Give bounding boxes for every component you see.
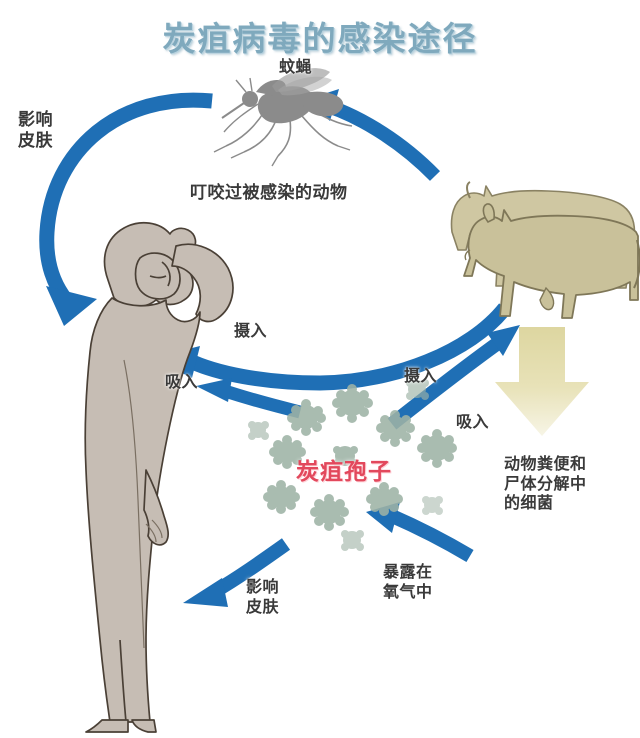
label-ingest-right: 摄入 xyxy=(404,368,438,385)
arrow-spores-to-human-skin xyxy=(183,538,291,607)
label-mosquito: 蚊蝇 xyxy=(279,59,313,76)
anthrax-spore-cluster xyxy=(248,379,457,551)
arrow-spores-to-cattle-ingest xyxy=(387,325,520,430)
label-affect-skin-bottom: 影响 皮肤 xyxy=(246,579,280,616)
label-ingest-left: 摄入 xyxy=(234,323,268,340)
label-anthrax-spores: 炭疽孢子 xyxy=(296,458,392,484)
arrow-cattle-to-carcass xyxy=(495,327,589,436)
human-illustration xyxy=(84,221,234,733)
arrow-mosquito-to-human xyxy=(39,92,213,326)
cattle-illustration xyxy=(450,181,640,319)
label-affect-skin-top: 影响 皮肤 xyxy=(18,110,53,150)
label-inhale-left: 吸入 xyxy=(165,374,199,391)
label-bit-infected-animal: 叮咬过被感染的动物 xyxy=(190,183,348,202)
label-feces-bacteria: 动物粪便和 尸体分解中 的细菌 xyxy=(504,456,587,513)
mosquito-illustration xyxy=(213,68,353,167)
page-title: 炭疽病毒的感染途径 xyxy=(162,20,478,57)
label-inhale-right: 吸入 xyxy=(456,414,490,431)
label-exposed-to-oxygen: 暴露在 氧气中 xyxy=(383,564,433,601)
arrow-spores-to-human-inhale xyxy=(196,378,302,419)
